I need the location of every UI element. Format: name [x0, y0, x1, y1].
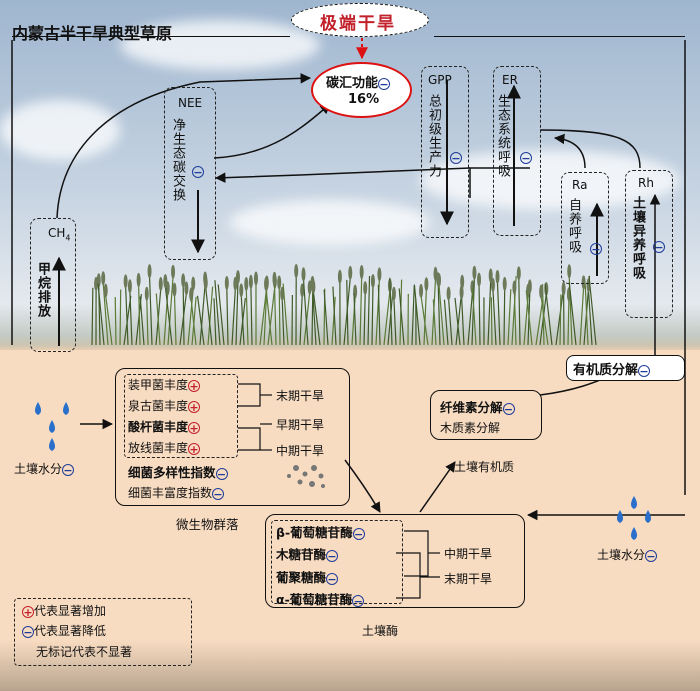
bacterial-richness: 细菌丰富度指数−: [128, 486, 225, 501]
rh-to-er-line: [539, 129, 641, 169]
plus-icon: +: [188, 442, 201, 456]
minus-icon: −: [212, 487, 225, 501]
plus-icon: +: [188, 400, 201, 414]
ch4-label: CH4: [48, 226, 71, 243]
carbon-sink-value: 16%: [348, 92, 380, 107]
ch4-to-carbon-arrow: [56, 73, 312, 219]
er-box: [493, 66, 541, 236]
minus-icon: −: [22, 625, 34, 639]
om-decomposition-box: [566, 355, 685, 381]
ra-box: [561, 172, 609, 284]
minus-icon: −: [192, 166, 204, 179]
rh-desc: 土壤异养呼吸: [630, 196, 645, 280]
enzyme-item-3: 葡聚糖酶−: [276, 570, 339, 586]
lignin-decomposition: 木质素分解: [440, 421, 501, 435]
legend-plus: +代表显著增加: [22, 604, 107, 619]
minus-icon: −: [502, 402, 515, 416]
minus-icon: −: [520, 152, 532, 165]
minus-icon: −: [450, 152, 462, 165]
stage-mid-drought: 中期干旱: [276, 444, 325, 458]
minus-icon: −: [62, 463, 75, 477]
microbe-item-1: 装甲菌丰度+: [128, 378, 201, 393]
gpp-box: [421, 66, 469, 238]
stage-early-drought: 早期干旱: [276, 418, 325, 432]
plus-icon: +: [22, 605, 34, 619]
enzyme-item-4: α-葡萄糖苷酶−: [276, 592, 365, 608]
water-drops-left: [35, 402, 69, 451]
page-title: 内蒙古半干旱典型草原: [12, 24, 173, 43]
nee-desc: 净生态碳交换: [170, 118, 185, 202]
soil-om-label: 土壤有机质: [454, 460, 515, 474]
enzyme-list-box: [271, 520, 403, 604]
ra-desc: 自养呼吸: [566, 198, 581, 254]
om-decomposition-label: 有机质分解−: [573, 363, 651, 378]
cellulose-decomposition: 纤维素分解−: [440, 400, 515, 416]
plus-icon: +: [188, 379, 201, 393]
legend-box: [14, 598, 192, 666]
er-desc: 生态系统呼吸: [495, 94, 510, 178]
carbon-sink-ellipse: [311, 62, 412, 118]
microbe-item-2: 泉古菌丰度+: [128, 399, 201, 414]
microbes-to-enzymes-arrow: [344, 459, 381, 513]
plus-icon: +: [188, 421, 201, 435]
bacterial-diversity: 细菌多样性指数−: [128, 465, 228, 481]
enzymes-to-soilom-arrow: [419, 461, 456, 513]
cloud: [120, 20, 320, 70]
nee-label: NEE: [178, 96, 203, 110]
soil-enzymes-label: 土壤酶: [362, 624, 399, 638]
water-drops-right: [617, 496, 651, 540]
minus-icon: −: [590, 243, 602, 256]
microbe-item-3: 酸杆菌丰度+: [128, 420, 201, 435]
soil-moisture-left: 土壤水分−: [14, 462, 75, 477]
gpp-label: GPP: [428, 73, 452, 87]
cloud: [230, 200, 430, 245]
cloud: [420, 150, 680, 210]
soil-moisture-right: 土壤水分−: [597, 548, 658, 563]
enzyme-stage-mid: 中期干旱: [444, 547, 493, 561]
minus-icon: −: [645, 549, 658, 563]
soil-om-box: [430, 390, 542, 440]
frame-top-left: [12, 36, 290, 37]
microbe-abundance-box: [124, 374, 238, 458]
rh-box: [625, 170, 673, 318]
rh-label: Rh: [638, 176, 654, 190]
legend-minus: −代表显著降低: [22, 624, 107, 639]
minus-icon: −: [352, 594, 365, 608]
extreme-drought-label: 极端干旱: [320, 14, 396, 34]
nee-to-carbon-arrow: [213, 103, 331, 159]
minus-icon: −: [326, 572, 339, 586]
minus-icon: −: [215, 467, 228, 481]
microbe-item-4: 放线菌丰度+: [128, 441, 201, 456]
microbial-community-label: 微生物群落: [176, 517, 239, 532]
enzyme-item-2: 木糖苷酶−: [276, 547, 339, 563]
enzyme-stage-late: 末期干旱: [444, 572, 493, 586]
ra-label: Ra: [572, 178, 588, 192]
extreme-drought-ellipse: [291, 3, 429, 37]
microbe-icon: [287, 465, 325, 488]
frame-top-right: [434, 36, 685, 37]
minus-icon: −: [326, 549, 339, 563]
minus-icon: −: [653, 241, 665, 254]
soil-enzymes-box: [265, 514, 525, 608]
gpp-to-nee-arrow: [214, 167, 471, 183]
ra-to-er-arrow: [553, 133, 586, 169]
nee-box: [164, 87, 216, 260]
carbon-sink-label: 碳汇功能−: [326, 76, 391, 91]
microbial-community-box: [115, 368, 350, 506]
grass-band: [91, 264, 597, 346]
enzyme-item-1: β-葡萄糖苷酶−: [276, 525, 365, 541]
ch4-desc: 甲烷排放: [35, 262, 50, 318]
er-label: ER: [502, 73, 518, 87]
legend-none: 无标记代表不显著: [36, 645, 133, 659]
ch4-box: [30, 218, 76, 352]
minus-icon: −: [638, 364, 651, 378]
minus-icon: −: [352, 527, 365, 541]
gpp-desc: 总初级生产力: [426, 94, 441, 178]
cloud: [0, 100, 120, 160]
stage-late-drought: 末期干旱: [276, 389, 325, 403]
minus-icon: −: [378, 77, 391, 91]
